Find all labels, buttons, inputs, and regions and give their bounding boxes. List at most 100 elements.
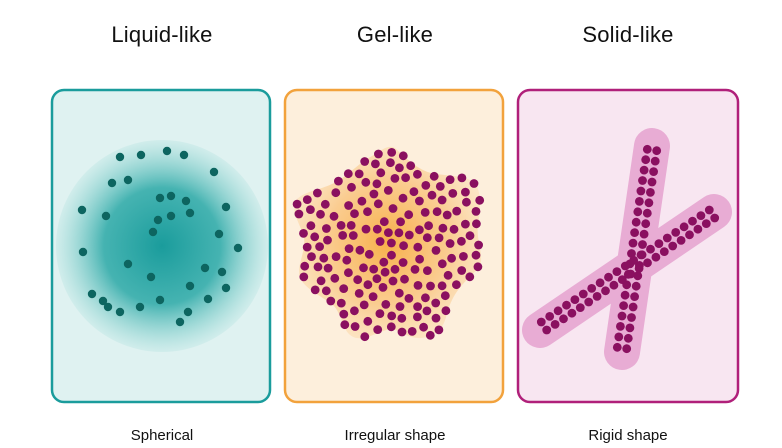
fibril-molecule [685, 230, 694, 240]
liquid-molecule [98, 296, 108, 306]
gel-molecule [452, 280, 461, 290]
gel-molecule [360, 157, 370, 166]
gel-molecule [432, 207, 442, 217]
gel-molecule [323, 263, 333, 273]
fibril-molecule [649, 167, 658, 177]
fibril-molecule [620, 261, 630, 271]
gel-molecule [394, 228, 404, 238]
gel-molecule [406, 161, 416, 171]
gel-molecule [383, 186, 393, 195]
gel-molecule [321, 286, 331, 296]
gel-molecule [320, 199, 330, 209]
fibril-molecule [584, 297, 594, 307]
gel-molecule [363, 207, 372, 217]
fibril-molecule [647, 177, 657, 187]
gel-molecule [388, 204, 398, 213]
fibril-molecule [633, 207, 643, 217]
gel-molecule [300, 261, 310, 271]
gel-molecule [363, 280, 373, 290]
fibril-molecule [639, 165, 649, 175]
gel-molecule [409, 187, 419, 197]
gel-molecule [398, 151, 408, 161]
fibril-molecule [587, 284, 597, 293]
gel-molecule [361, 224, 371, 234]
liquid-molecule [221, 283, 231, 293]
liquid-molecule [78, 247, 88, 257]
fibril-molecule [630, 292, 639, 301]
gel-molecule [386, 322, 396, 332]
liquid-molecule [209, 167, 219, 177]
gel-molecule [445, 239, 455, 248]
fibril-molecule [679, 222, 689, 232]
gel-molecule [431, 246, 441, 255]
gel-molecule [401, 173, 410, 183]
gel-molecule [375, 309, 385, 318]
gel-molecule [399, 241, 408, 251]
fibril-molecule [617, 275, 627, 284]
fibril-molecule [550, 320, 560, 329]
gel-molecule [329, 211, 339, 221]
liquid-molecule [103, 302, 113, 312]
gel-molecule [316, 276, 326, 286]
fibril-molecule [641, 155, 651, 165]
gel-molecule [413, 302, 422, 311]
gel-molecule [372, 179, 382, 189]
gel-molecule [415, 254, 424, 264]
gel-molecule [313, 262, 323, 272]
gel-molecule [424, 221, 433, 231]
fibril-molecule [536, 317, 546, 327]
fibril-molecule [643, 258, 652, 268]
liquid-molecule [221, 202, 231, 212]
gel-molecule [415, 225, 424, 235]
fibril-molecule [644, 198, 654, 208]
fibril-molecule [650, 156, 660, 166]
gel-molecule [437, 259, 447, 269]
gel-molecule [369, 189, 379, 199]
gel-molecule [395, 163, 404, 173]
fibril-molecule [676, 236, 686, 245]
fibril-molecule [662, 233, 672, 243]
gel-molecule [471, 207, 481, 216]
gel-molecule [384, 228, 393, 238]
gel-molecule [390, 264, 400, 274]
gel-molecule [302, 195, 312, 205]
gel-molecule [336, 221, 346, 230]
fibril-molecule [570, 295, 580, 304]
fibril-molecule [635, 197, 644, 206]
gel-molecule [360, 332, 370, 342]
fibril-molecule [696, 211, 706, 221]
fibril-molecule [559, 314, 568, 324]
gel-molecule [421, 293, 430, 303]
fibril-molecule [553, 306, 563, 316]
condensate-states-diagram [50, 88, 740, 404]
fibril-molecule [545, 312, 555, 321]
gel-molecule [372, 274, 382, 284]
gel-molecule [387, 238, 396, 248]
liquid-molecule [155, 193, 165, 203]
gel-molecule [322, 224, 331, 233]
gel-molecule [475, 195, 485, 205]
fibril-molecule [609, 280, 619, 290]
gel-molecule [415, 196, 424, 206]
gel-molecule [359, 300, 369, 310]
fibril-molecule [578, 289, 588, 299]
fibril-molecule [646, 188, 655, 197]
liquid-molecule [153, 215, 163, 225]
fibril-molecule [595, 278, 605, 288]
gel-molecule [344, 268, 353, 278]
gel-molecule [431, 313, 441, 323]
liquid-droplet [56, 140, 268, 352]
gel-molecule [473, 262, 483, 272]
gel-molecule [361, 177, 371, 187]
gel-molecule [336, 298, 346, 308]
liquid-molecule [77, 205, 87, 215]
fibril-molecule [612, 342, 622, 352]
gel-molecule [353, 275, 363, 285]
gel-molecule [373, 325, 383, 334]
gel-molecule [449, 224, 459, 234]
gel-molecule [434, 233, 444, 243]
liquid-molecule [203, 294, 213, 304]
gel-molecule [310, 232, 320, 242]
gel-molecule [445, 175, 455, 185]
gel-molecule [372, 224, 382, 234]
